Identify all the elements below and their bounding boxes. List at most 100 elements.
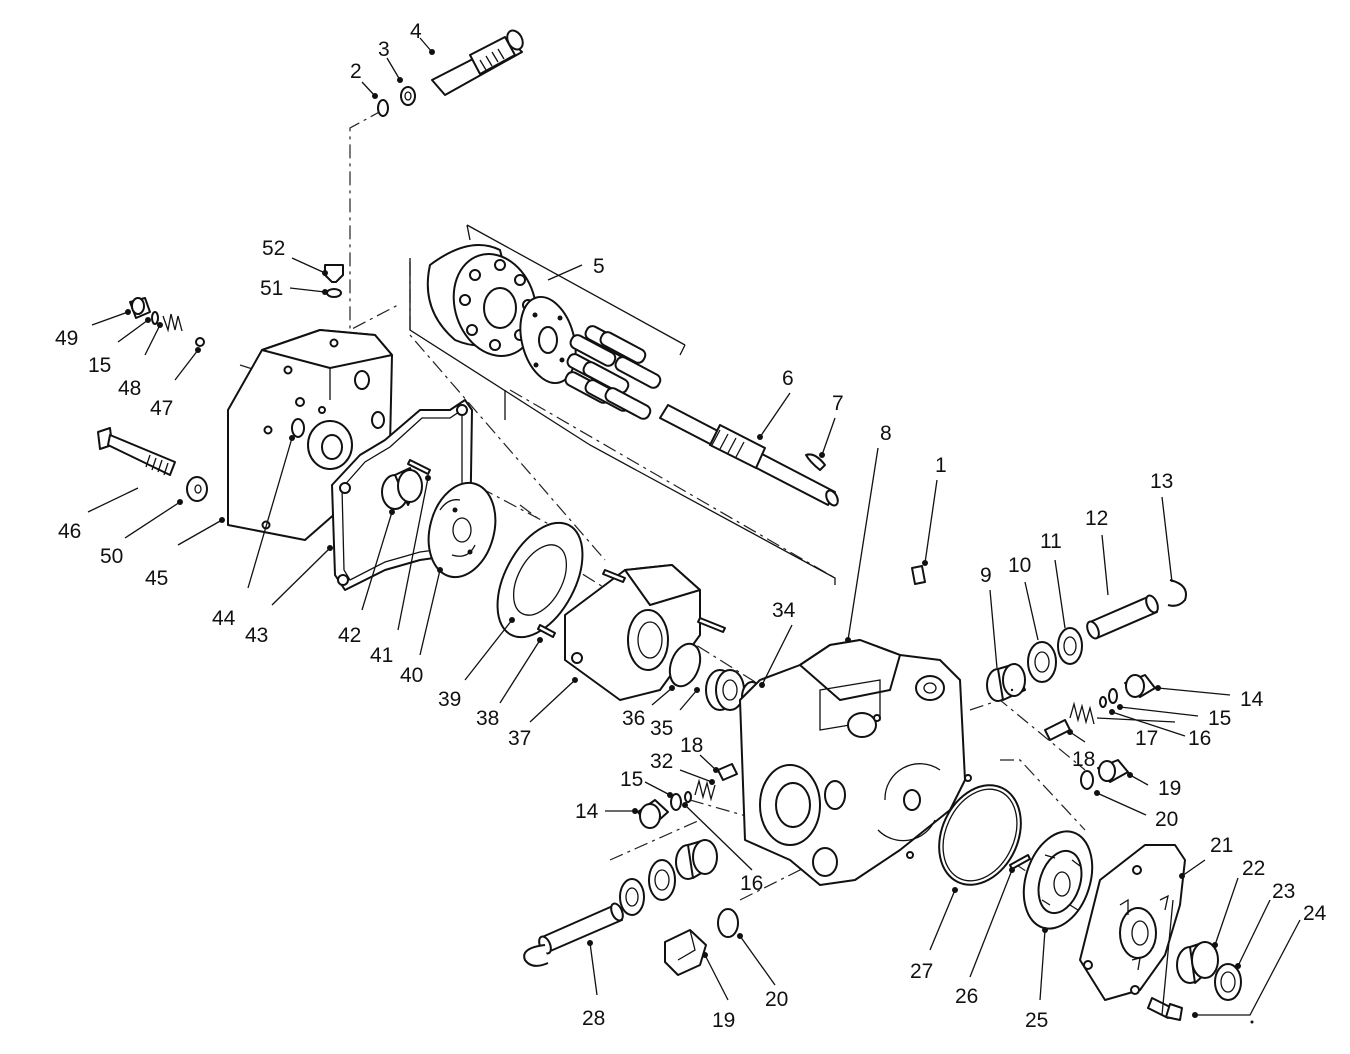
callout-15-right: 15 <box>1208 707 1231 730</box>
callout-16-left: 16 <box>740 872 763 895</box>
pin-part-28 <box>538 902 624 955</box>
seal-lower <box>648 859 676 901</box>
callout-10: 10 <box>1008 554 1031 577</box>
callout-43: 43 <box>245 624 268 647</box>
pin-part-38 <box>537 624 556 638</box>
bolt-part-46 <box>97 427 176 476</box>
callout-41: 41 <box>370 644 393 667</box>
oring-part-20-right <box>1080 770 1094 790</box>
poppet-part-18-right <box>1044 719 1071 741</box>
callout-1: 1 <box>935 454 947 477</box>
callout-37: 37 <box>508 727 531 750</box>
callout-12: 12 <box>1085 507 1108 530</box>
pin-part-41 <box>407 459 431 475</box>
bearing-part-22 <box>1176 941 1219 984</box>
callout-5: 5 <box>593 255 605 278</box>
callout-23: 23 <box>1272 880 1295 903</box>
scan-specks <box>1010 688 1254 1024</box>
callout-25: 25 <box>1025 1009 1048 1032</box>
callout-15-top: 15 <box>88 354 111 377</box>
callout-3: 3 <box>378 38 390 61</box>
swash-block-part-37 <box>564 564 726 701</box>
callout-16-right: 16 <box>1188 727 1211 750</box>
seal-part-3 <box>400 86 416 106</box>
valve-plate-part-40 <box>427 481 497 579</box>
seal-part-23 <box>1214 963 1242 1001</box>
retaining-ring-part-2 <box>377 99 389 117</box>
swash-plate-disc <box>519 295 577 385</box>
spring-part-17 <box>1069 701 1095 725</box>
callout-49: 49 <box>55 327 78 350</box>
callout-48: 48 <box>118 377 141 400</box>
callout-45: 45 <box>145 567 168 590</box>
callout-38: 38 <box>476 707 499 730</box>
callout-7: 7 <box>832 392 844 415</box>
callout-2: 2 <box>350 60 362 83</box>
callout-47: 47 <box>150 397 173 420</box>
callout-32: 32 <box>650 750 673 773</box>
ball-part-47 <box>195 337 205 347</box>
retaining-ring-part-13 <box>1167 579 1187 607</box>
plug-part-14-right <box>1124 674 1156 698</box>
callout-50: 50 <box>100 545 123 568</box>
callout-22: 22 <box>1242 857 1265 880</box>
callout-28: 28 <box>582 1007 605 1030</box>
pin-part-12 <box>1086 594 1159 640</box>
callout-35: 35 <box>650 717 673 740</box>
cover-part-21 <box>1079 844 1186 1001</box>
callout-13: 13 <box>1150 470 1173 493</box>
washer-part-11 <box>1057 627 1083 665</box>
poppet-part-18-left <box>717 763 738 781</box>
screw-part-24 <box>1147 997 1183 1021</box>
callout-9: 9 <box>980 564 992 587</box>
pump-shaft-part-6 <box>659 404 839 507</box>
spring-part-32 <box>694 778 716 802</box>
bearing-part-42 <box>381 467 423 510</box>
oring-part-51 <box>326 288 342 298</box>
gerotor-part-25 <box>1022 830 1094 930</box>
callout-21: 21 <box>1210 834 1233 857</box>
callout-36: 36 <box>622 707 645 730</box>
thrust-washer-part-39 <box>496 521 584 639</box>
callout-19-lower: 19 <box>712 1009 735 1032</box>
cylinder-block-part-5 <box>426 244 538 357</box>
callout-11: 11 <box>1040 530 1062 553</box>
callout-20-right: 20 <box>1155 808 1178 831</box>
plug-part-19-lower <box>664 929 707 976</box>
callout-46: 46 <box>58 520 81 543</box>
plug-part-49 <box>129 297 151 319</box>
callout-14-right: 14 <box>1240 688 1264 711</box>
callout-labels: 1 2 3 4 5 6 7 8 9 10 11 12 13 14 15 16 1… <box>55 20 1327 1032</box>
ring-part-36 <box>668 642 702 688</box>
washer-lower <box>619 878 645 916</box>
leader-lines <box>87 37 1301 1018</box>
callout-40: 40 <box>400 664 423 687</box>
spring-part-48 <box>162 313 183 333</box>
oring-part-15-left <box>670 793 682 811</box>
seal-part-10 <box>1027 641 1057 683</box>
main-housing-part-8 <box>739 639 972 886</box>
fitting-part-1 <box>911 565 926 585</box>
oring-part-20-lower <box>717 908 739 938</box>
callout-44: 44 <box>212 607 236 630</box>
callout-34: 34 <box>772 599 796 622</box>
pistons <box>564 325 662 420</box>
callout-8: 8 <box>880 422 892 445</box>
callout-20-lower: 20 <box>765 988 788 1011</box>
callout-15-left: 15 <box>620 768 643 791</box>
bearing-part-9 <box>986 663 1026 702</box>
plug-part-19-right <box>1097 759 1129 783</box>
callout-26: 26 <box>955 985 978 1008</box>
oring-part-15-right <box>1099 688 1118 708</box>
oring-part-15-top <box>151 311 159 325</box>
retaining-ring-part-28-clip <box>523 944 549 967</box>
callout-4: 4 <box>410 20 422 43</box>
oring-part-16-left <box>684 791 692 803</box>
key-part-7 <box>805 453 826 471</box>
oring-part-27 <box>938 784 1022 886</box>
bearing-lower <box>675 839 718 880</box>
callout-19-right: 19 <box>1158 777 1181 800</box>
callout-52: 52 <box>262 237 285 260</box>
callout-27: 27 <box>910 960 933 983</box>
